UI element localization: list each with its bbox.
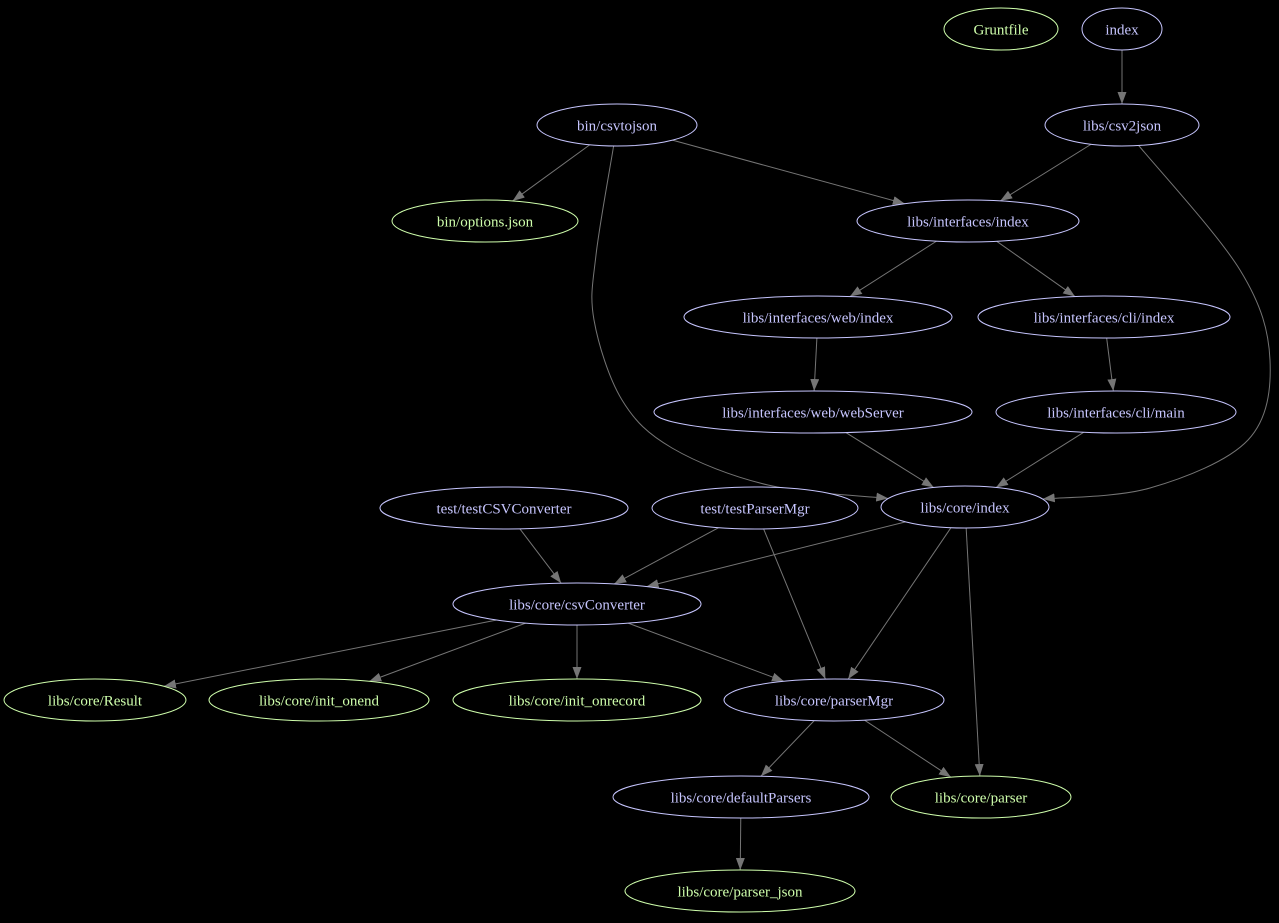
node-index: index xyxy=(1081,7,1163,51)
node-label: libs/interfaces/web/index xyxy=(743,310,894,326)
node-test-testparsermgr: test/testParserMgr xyxy=(651,486,859,530)
node-ellipse xyxy=(977,295,1231,339)
node-ellipse xyxy=(651,486,859,530)
node-label: libs/interfaces/cli/main xyxy=(1047,405,1185,421)
edge-test-testparsermgr-to-libs-core-csvconverter xyxy=(613,527,719,585)
node-bin-csvtojson: bin/csvtojson xyxy=(536,103,698,147)
node-ellipse xyxy=(379,486,629,530)
edge-libs-csv2json-to-libs-core-index xyxy=(1042,145,1271,503)
node-label: libs/core/init_onrecord xyxy=(509,693,646,709)
node-libs-interfaces-cli-main: libs/interfaces/cli/main xyxy=(995,390,1237,434)
node-ellipse xyxy=(452,678,702,722)
node-ellipse xyxy=(943,7,1059,51)
node-label: libs/core/init_onend xyxy=(259,693,379,709)
node-label: libs/core/defaultParsers xyxy=(671,790,812,806)
node-label: libs/interfaces/index xyxy=(907,214,1029,230)
node-test-testcsvconverter: test/testCSVConverter xyxy=(379,486,629,530)
edge-bin-csvtojson-to-libs-core-index xyxy=(591,145,889,502)
node-ellipse xyxy=(208,678,430,722)
edge-libs-interfaces-cli-index-to-libs-interfaces-cli-main xyxy=(1106,337,1117,392)
edge-libs-core-index-to-libs-core-parsermgr xyxy=(847,527,952,680)
node-label: libs/csv2json xyxy=(1083,118,1162,134)
node-libs-interfaces-web-webserver: libs/interfaces/web/webServer xyxy=(653,390,973,434)
edge-libs-interfaces-cli-main-to-libs-core-index xyxy=(995,431,1085,488)
node-ellipse xyxy=(612,775,870,819)
edge-libs-core-csvconverter-to-libs-core-init-onend xyxy=(369,622,526,682)
edges-layer xyxy=(163,50,1271,871)
node-ellipse xyxy=(1044,103,1200,147)
node-label: libs/core/parser xyxy=(935,790,1027,806)
node-libs-core-parsermgr: libs/core/parserMgr xyxy=(723,678,945,722)
edge-libs-core-index-to-libs-core-csvconverter xyxy=(646,521,906,589)
node-libs-core-defaultparsers: libs/core/defaultParsers xyxy=(612,775,870,819)
node-libs-interfaces-index: libs/interfaces/index xyxy=(856,199,1080,243)
node-ellipse xyxy=(723,678,945,722)
node-label: libs/interfaces/cli/index xyxy=(1034,310,1175,326)
edge-libs-csv2json-to-libs-interfaces-index xyxy=(999,143,1092,202)
node-ellipse xyxy=(653,390,973,434)
node-label: test/testParserMgr xyxy=(700,501,809,517)
node-libs-interfaces-web-index: libs/interfaces/web/index xyxy=(683,295,953,339)
node-ellipse xyxy=(391,199,579,243)
node-ellipse xyxy=(683,295,953,339)
node-libs-core-result: libs/core/Result xyxy=(3,678,187,722)
edge-libs-interfaces-index-to-libs-interfaces-cli-index xyxy=(996,240,1076,297)
edge-test-testcsvconverter-to-libs-core-csvconverter xyxy=(519,528,562,584)
edge-libs-core-parsermgr-to-libs-core-defaultparsers xyxy=(760,720,815,777)
node-label: libs/core/parserMgr xyxy=(775,693,893,709)
node-ellipse xyxy=(1081,7,1163,51)
node-ellipse xyxy=(880,485,1050,529)
node-label: libs/core/index xyxy=(920,500,1010,516)
edge-libs-core-csvconverter-to-libs-core-parsermgr xyxy=(628,622,785,682)
edge-test-testparsermgr-to-libs-core-parsermgr xyxy=(763,528,826,680)
node-libs-core-parser: libs/core/parser xyxy=(890,775,1072,819)
node-libs-core-parser-json: libs/core/parser_json xyxy=(624,869,856,913)
edge-bin-csvtojson-to-bin-options-json xyxy=(512,144,591,202)
node-label: libs/core/Result xyxy=(48,693,143,709)
node-label: libs/interfaces/web/webServer xyxy=(722,405,904,421)
node-libs-csv2json: libs/csv2json xyxy=(1044,103,1200,147)
edge-libs-core-index-to-libs-core-parser xyxy=(965,527,984,777)
node-libs-core-init-onend: libs/core/init_onend xyxy=(208,678,430,722)
node-label: bin/csvtojson xyxy=(577,118,658,134)
node-ellipse xyxy=(624,869,856,913)
node-ellipse xyxy=(995,390,1237,434)
node-ellipse xyxy=(536,103,698,147)
node-libs-core-init-onrecord: libs/core/init_onrecord xyxy=(452,678,702,722)
edge-libs-core-parsermgr-to-libs-core-parser xyxy=(864,719,952,778)
node-label: libs/core/parser_json xyxy=(678,884,803,900)
edge-bin-csvtojson-to-libs-interfaces-index xyxy=(672,139,905,205)
edge-libs-core-csvconverter-to-libs-core-result xyxy=(163,619,497,689)
node-ellipse xyxy=(856,199,1080,243)
node-label: test/testCSVConverter xyxy=(437,501,572,517)
node-label: bin/options.json xyxy=(437,214,534,230)
node-bin-options-json: bin/options.json xyxy=(391,199,579,243)
nodes-layer: Gruntfile index bin/csvtojson libs/csv2json… xyxy=(3,7,1237,913)
edge-libs-interfaces-web-index-to-libs-interfaces-web-webserver xyxy=(810,337,820,392)
node-label: libs/core/csvConverter xyxy=(509,597,645,613)
node-ellipse xyxy=(3,678,187,722)
edge-libs-core-defaultparsers-to-libs-core-parser-json xyxy=(735,817,745,871)
node-label: Gruntfile xyxy=(974,22,1029,38)
node-libs-core-index: libs/core/index xyxy=(880,485,1050,529)
node-libs-interfaces-cli-index: libs/interfaces/cli/index xyxy=(977,295,1231,339)
node-ellipse xyxy=(890,775,1072,819)
node-libs-core-csvconverter: libs/core/csvConverter xyxy=(452,582,702,626)
node-label: index xyxy=(1105,22,1139,38)
node-ellipse xyxy=(452,582,702,626)
edge-libs-interfaces-web-webserver-to-libs-core-index xyxy=(845,432,935,488)
node-gruntfile: Gruntfile xyxy=(943,7,1059,51)
edge-libs-interfaces-index-to-libs-interfaces-web-index xyxy=(849,240,937,298)
